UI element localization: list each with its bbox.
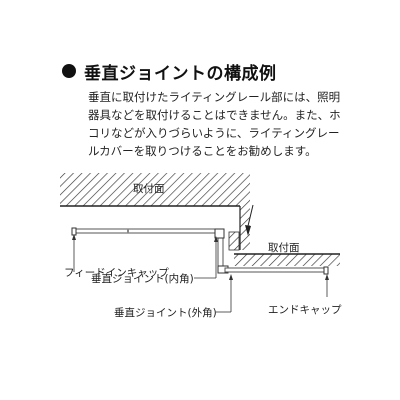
end-cap xyxy=(323,266,329,275)
inner-joint-label: 垂直ジョイント(内角) xyxy=(91,272,194,285)
description-text: 垂直に取付けたライティングレール部には、照明器具などを取付けることはできません。… xyxy=(88,90,341,158)
lower-rail xyxy=(224,267,328,273)
lower-mounting-surface xyxy=(234,254,340,266)
upper-rail xyxy=(73,228,224,234)
step-wall xyxy=(240,173,250,250)
inner-corner-joint xyxy=(214,228,225,239)
outer-joint-label: 垂直ジョイント(外角) xyxy=(114,306,217,319)
joint-block xyxy=(228,231,240,251)
side-surface-label: 取付面 xyxy=(268,241,300,254)
feed-in-cap-label: フィードインキャップ xyxy=(64,267,169,279)
heading-title: 垂直ジョイントの構成例 xyxy=(84,63,277,84)
bullet-icon xyxy=(62,64,76,78)
upper-mounting-surface xyxy=(60,173,240,206)
end-cap-label: エンドキャップ xyxy=(268,304,342,316)
section-heading: 垂直ジョイントの構成例 xyxy=(62,60,277,84)
top-surface-label: 取付面 xyxy=(133,182,165,195)
feed-in-cap xyxy=(71,227,77,236)
